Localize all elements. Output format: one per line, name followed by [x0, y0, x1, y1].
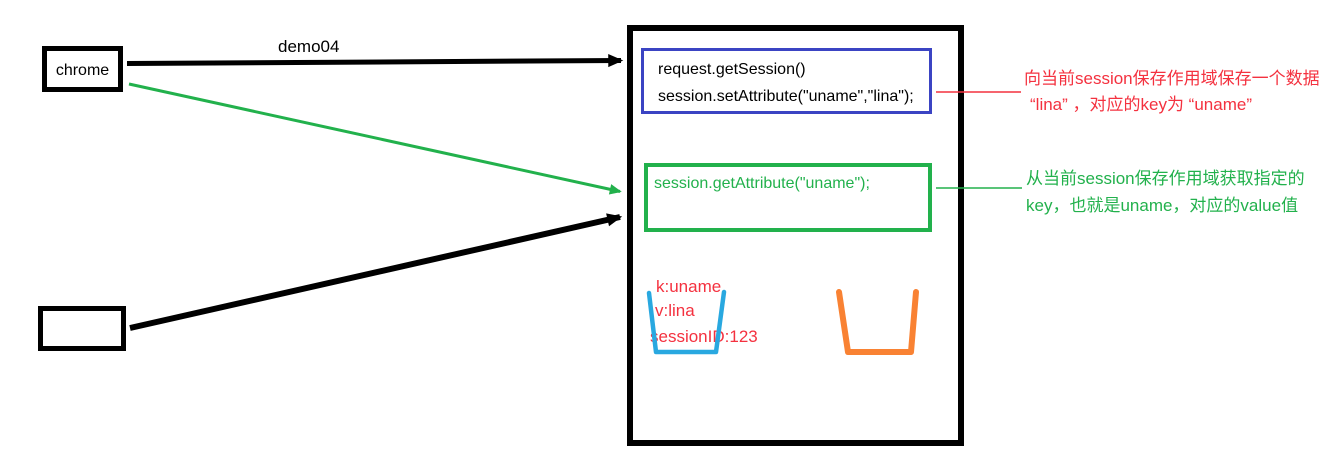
set-annotation-line2: “lina” ，对应的key为 “uname” — [1030, 95, 1252, 114]
client-box-chrome: chrome — [42, 46, 123, 92]
code-set-attribute: session.setAttribute("uname","lina"); — [658, 88, 914, 105]
code-get-session: request.getSession() — [658, 61, 806, 78]
get-attribute-code-box: session.getAttribute("uname"); — [644, 163, 932, 232]
get-attribute-annotation: 从当前session保存作用域获取指定的 key，也就是uname，对应的val… — [1026, 165, 1305, 219]
set-attribute-code-box: request.getSession() session.setAttribut… — [641, 48, 932, 114]
set-annotation-line1: 向当前session保存作用域保存一个数据 — [1024, 69, 1320, 88]
code-get-attribute: session.getAttribute("uname"); — [654, 175, 870, 192]
get-annotation-line1: 从当前session保存作用域获取指定的 — [1026, 169, 1305, 188]
get-annotation-line2: key，也就是uname，对应的value值 — [1026, 196, 1299, 215]
session-id-text: sessionID:123 — [650, 327, 758, 346]
request-arrow-bottom — [129, 213, 623, 331]
session-value-text: v:lina — [655, 301, 695, 320]
session-key-text: k:uname — [656, 277, 722, 296]
request-arrow-top — [126, 53, 624, 68]
get-request-arrow-green — [128, 82, 622, 195]
client-chrome-label: chrome — [55, 62, 110, 79]
set-attribute-annotation: 向当前session保存作用域保存一个数据 “lina” ，对应的key为 “u… — [1024, 66, 1320, 118]
client-box-empty — [38, 306, 126, 351]
server-box — [627, 25, 964, 446]
request-url-label: demo04 — [278, 37, 340, 56]
